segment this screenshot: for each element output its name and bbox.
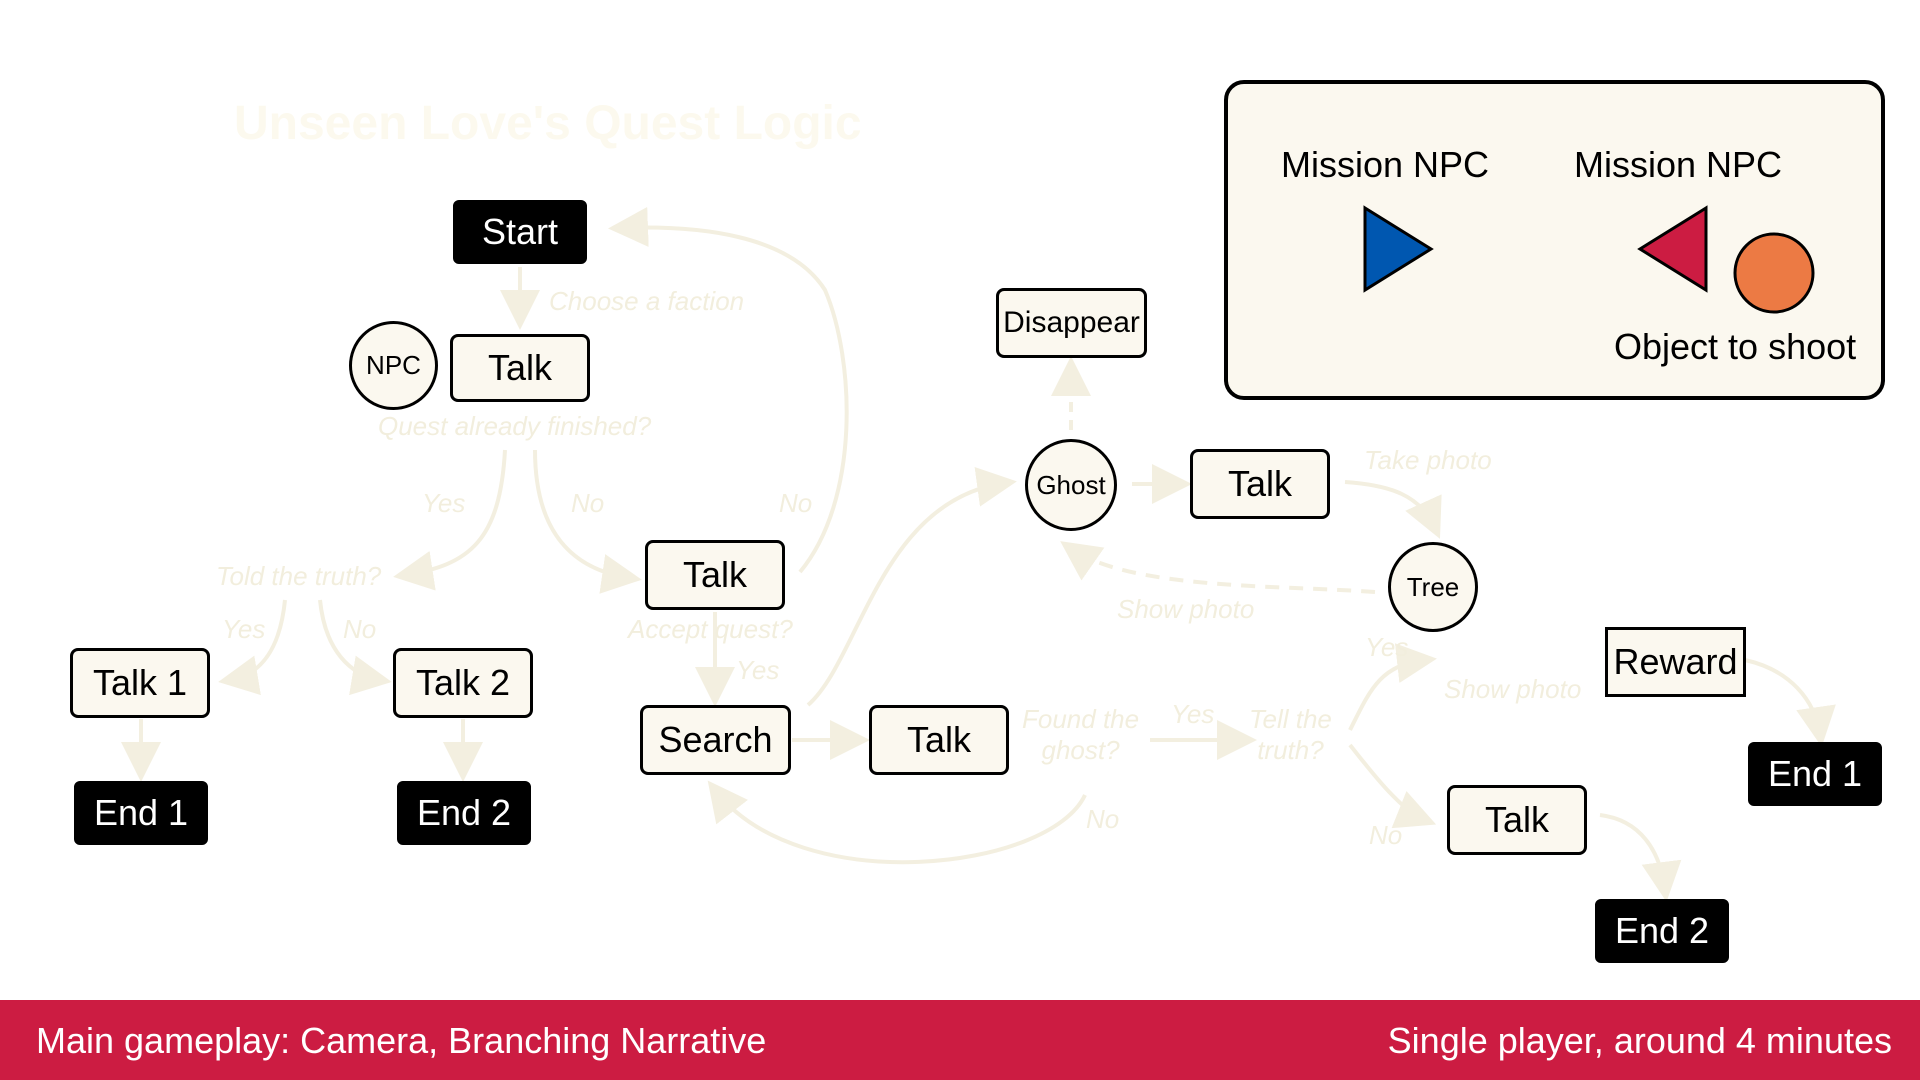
footer-gameplay-text: Main gameplay: Camera, Branching Narrati… bbox=[36, 1020, 767, 1061]
edge-told-talk1 bbox=[218, 599, 287, 696]
label-no: No bbox=[779, 488, 813, 518]
end-1-node: End 1 bbox=[1748, 742, 1882, 806]
ghost-node: Ghost bbox=[1025, 439, 1117, 531]
label-show-photo: Show photo bbox=[1444, 674, 1582, 704]
end-2-node: End 2 bbox=[1595, 899, 1729, 963]
talk-ghost-node: Talk bbox=[1190, 449, 1330, 519]
talk-node: Talk bbox=[450, 334, 590, 402]
legend-label-blue: Mission NPC bbox=[1281, 144, 1490, 185]
label-accept-quest: Accept quest? bbox=[628, 614, 793, 644]
end-1-node: End 1 bbox=[74, 781, 208, 845]
edge-reward-end1 bbox=[1744, 658, 1836, 747]
edge-talk-told bbox=[393, 449, 507, 591]
diagram-title: Unseen Love's Quest Logic bbox=[234, 97, 862, 150]
edge-told-talk2 bbox=[318, 599, 392, 696]
tree-node: Tree bbox=[1388, 542, 1478, 632]
label-no: No bbox=[343, 614, 377, 644]
talk-search-node: Talk bbox=[869, 705, 1009, 775]
triangle-right-icon bbox=[1363, 205, 1434, 293]
footer-bar: Main gameplay: Camera, Branching Narrati… bbox=[0, 1000, 1920, 1080]
edge-talk-end2 bbox=[1599, 813, 1682, 902]
edge-found-search bbox=[707, 780, 1087, 865]
label-take-photo: Take photo bbox=[1364, 445, 1492, 475]
label-yes: Yes bbox=[422, 488, 466, 518]
label-yes: Yes bbox=[222, 614, 266, 644]
edge-accept-start bbox=[608, 206, 849, 574]
label-quest-finished: Quest already finished? bbox=[378, 411, 652, 441]
label-yes: Yes bbox=[1365, 632, 1409, 662]
label-yes: Yes bbox=[1171, 699, 1215, 729]
talk-accept-node: Talk bbox=[645, 540, 785, 610]
edge-talk-tree bbox=[1344, 480, 1442, 539]
flow-connectors bbox=[121, 206, 1836, 902]
edge-talk-accept bbox=[533, 449, 642, 594]
label-choose-faction: Choose a faction bbox=[549, 286, 745, 316]
edge-tell-talk bbox=[1348, 743, 1437, 829]
label-show-photo: Show photo bbox=[1117, 594, 1255, 624]
edge-tell-reward bbox=[1348, 643, 1437, 731]
talk-1-node: Talk 1 bbox=[70, 648, 210, 718]
footer-player-text: Single player, around 4 minutes bbox=[1387, 1020, 1892, 1061]
label-no: No bbox=[1369, 820, 1403, 850]
end-2-node: End 2 bbox=[397, 781, 531, 845]
circle-icon bbox=[1733, 232, 1815, 314]
reward-node: Reward bbox=[1605, 627, 1746, 697]
label-yes: Yes bbox=[736, 655, 780, 685]
legend-panel: Mission NPC Mission NPC Object to shoot bbox=[1224, 80, 1885, 400]
disappear-node: Disappear bbox=[996, 288, 1147, 358]
talk-2-node: Talk 2 bbox=[393, 648, 533, 718]
npc-node: NPC bbox=[349, 321, 438, 410]
edge-search-ghost bbox=[806, 466, 1017, 707]
label-no: No bbox=[1086, 804, 1120, 834]
talk-no-node: Talk bbox=[1447, 785, 1587, 855]
start-node: Start bbox=[453, 200, 587, 264]
label-tell-truth: Tell the truth? bbox=[1249, 704, 1332, 766]
triangle-left-icon bbox=[1637, 205, 1708, 293]
label-found-ghost: Found the ghost? bbox=[1022, 704, 1140, 766]
edge-tree-ghost bbox=[1060, 541, 1376, 594]
label-no: No bbox=[571, 488, 605, 518]
legend-label-red: Mission NPC bbox=[1574, 144, 1783, 185]
label-told-truth: Told the truth? bbox=[216, 561, 382, 591]
search-node: Search bbox=[640, 705, 791, 775]
legend-label-target: Object to shoot bbox=[1614, 326, 1857, 367]
